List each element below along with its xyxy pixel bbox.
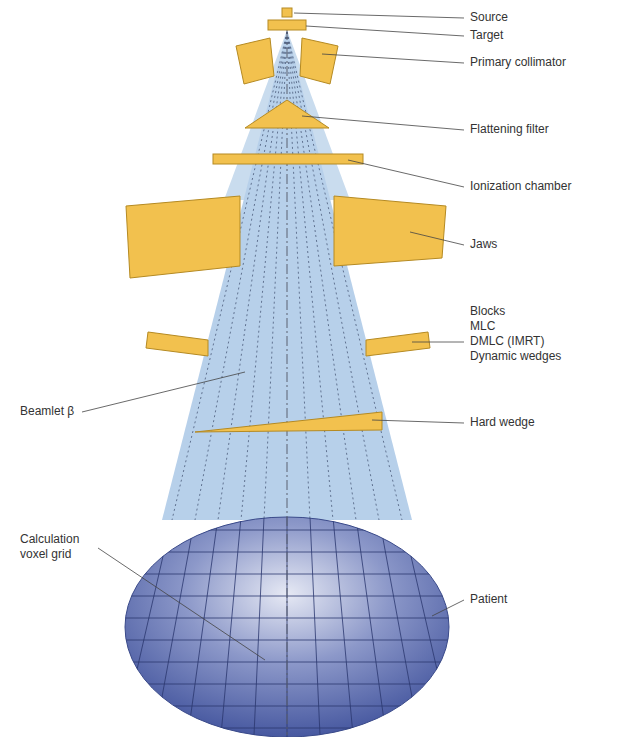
blocks-label: Blocks [470, 304, 505, 319]
jaws-label: Jaws [470, 237, 497, 252]
beamlet-line [172, 32, 287, 520]
primary-collimator-left [236, 38, 274, 84]
chamber-label: Ionization chamber [470, 179, 571, 194]
dynamic-wedges-label: Dynamic wedges [470, 349, 561, 364]
voxel-grid-label: Calculation voxel grid [20, 532, 100, 562]
dmlc-label: DMLC (IMRT) [470, 334, 544, 349]
source-label: Source [470, 10, 508, 25]
beamlet-line [287, 32, 356, 520]
beamlet-line [218, 32, 287, 520]
central-axis [287, 30, 288, 735]
target-shape [268, 20, 306, 30]
grid-line [333, 517, 353, 737]
filter-label: Flattening filter [470, 122, 549, 137]
grid-line [448, 517, 520, 737]
ionization-chamber-shape [213, 154, 363, 164]
grid-line [154, 517, 195, 737]
leader-lines [82, 13, 464, 660]
mlc-right [366, 332, 430, 356]
hard-wedge-shape [195, 412, 382, 432]
grid-line [121, 517, 172, 737]
collimator-label: Primary collimator [470, 55, 566, 70]
beamlet-line [195, 32, 287, 520]
target-label: Target [470, 28, 503, 43]
patient-label: Patient [470, 592, 507, 607]
jaw-right [334, 196, 446, 266]
beamlet-label: Beamlet β [20, 404, 74, 419]
grid-line [187, 517, 218, 737]
grid-line [254, 517, 264, 737]
grid-line [120, 618, 455, 619]
grid-line [356, 517, 387, 737]
grid-line [379, 517, 420, 737]
grid-line [425, 517, 486, 737]
grid-line [221, 517, 241, 737]
grid-line [88, 517, 149, 737]
source-shape [282, 8, 292, 17]
primary-collimator-right [300, 38, 338, 84]
flattening-filter-shape [245, 100, 329, 128]
hard-wedge-label: Hard wedge [470, 415, 535, 430]
mlc-label: MLC [470, 319, 495, 334]
grid-line [402, 517, 453, 737]
grid-line [120, 640, 455, 641]
beamlet-line [287, 32, 379, 520]
grid-line [310, 517, 320, 737]
mlc-left [146, 332, 208, 356]
jaw-left [126, 196, 240, 278]
beamlet-line [287, 32, 402, 520]
